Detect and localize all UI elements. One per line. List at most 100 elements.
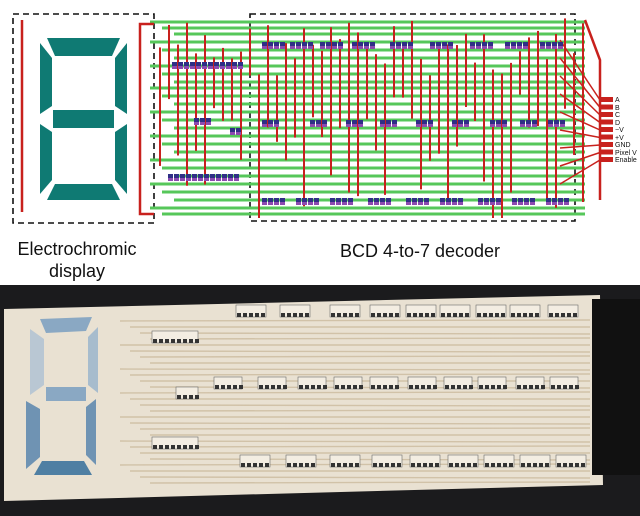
chip-contact [305,385,309,389]
printed-device-image [0,285,640,516]
chip-contact [349,313,353,317]
transistor-body [526,120,531,124]
printed-trace [129,422,591,425]
transistor-gate [458,124,463,127]
transistor-body [406,198,411,202]
printed-transistor-cluster [549,376,579,390]
transistor-gate [204,178,209,181]
transistor-cluster-icon [548,120,553,127]
transistor-body [314,198,319,202]
printed-transistor-cluster [333,376,363,390]
transistor-cluster-icon [308,198,313,205]
transistor-gate [336,202,341,205]
chip-contact [287,463,291,467]
transistor-gate [502,124,507,127]
transistor-body [452,198,457,202]
transistor-cluster-icon [342,198,347,205]
chip-contact [355,463,359,467]
transistor-gate [168,178,173,181]
chip-contact [153,339,157,343]
chip-contact [377,385,381,389]
transistor-body [296,198,301,202]
printed-seven-segment-icon [26,317,98,475]
transistor-cluster-icon [422,120,427,127]
chip-contact [491,463,495,467]
transistor-cluster-icon [442,42,447,49]
chip-contact [177,339,181,343]
transistor-cluster-icon [524,198,529,205]
chip-contact [417,463,421,467]
transistor-cluster-icon [526,120,531,127]
segment-a [47,38,120,56]
seven-segment-digit-icon [40,38,127,200]
chip-contact [517,385,521,389]
chip-contact [527,463,531,467]
transistor-gate [505,46,510,49]
transistor-body [214,62,219,66]
chip-contact [573,313,577,317]
chip-contact [265,463,269,467]
transistor-gate [208,66,213,69]
transistor-cluster-icon [268,42,273,49]
transistor-gate [332,46,337,49]
transistor-gate [482,46,487,49]
printed-trace [139,355,591,358]
transistor-body [488,42,493,46]
chip-contact [159,339,163,343]
transistor-cluster-icon [346,120,351,127]
printed-transistor-arrays [151,304,587,468]
transistor-body [274,120,279,124]
transistor-body [517,42,522,46]
chip-contact [535,313,539,317]
chip-contact [447,313,451,317]
chip-contact [545,463,549,467]
transistor-body [310,120,315,124]
chip-contact [189,339,193,343]
transistor-body [262,42,267,46]
transistor-gate [296,46,301,49]
transistor-gate [216,178,221,181]
chip-contact [431,313,435,317]
transistor-body [464,120,469,124]
transistor-gate [190,66,195,69]
transistor-gate [280,46,285,49]
chip-contact [485,463,489,467]
chip-contact [383,313,387,317]
transistor-body [230,128,235,132]
chip-contact [509,463,513,467]
transistor-cluster-icon [214,62,219,69]
chip-contact [453,313,457,317]
transistor-gate [202,66,207,69]
transistor-cluster-icon [430,42,435,49]
transistor-cluster-icon [396,42,401,49]
transistor-body [482,42,487,46]
transistor-body [274,198,279,202]
transistor-cluster-icon [196,62,201,69]
segment-e [40,124,52,194]
transistor-cluster-icon [184,62,189,69]
transistor-body [226,62,231,66]
chip-contact [549,313,553,317]
transistor-body [470,42,475,46]
pin-pad [601,112,613,117]
transistor-body [448,42,453,46]
transistor-body [430,42,435,46]
transistor-body [374,198,379,202]
transistor-gate [268,124,273,127]
chip-contact [337,463,341,467]
chip-contact [419,313,423,317]
chip-contact [425,313,429,317]
transistor-cluster-icon [464,120,469,127]
transistor-cluster-icon [310,120,315,127]
transistor-gate [558,202,563,205]
transistor-cluster-icon [470,42,475,49]
transistor-gate [220,66,225,69]
transistor-body [196,62,201,66]
printed-trace [139,404,591,407]
printed-trace [149,409,591,412]
decoder-region-box [249,13,576,222]
transistor-body [520,120,525,124]
transistor-body [552,42,557,46]
transistor-cluster-icon [530,198,535,205]
transistor-cluster-icon [452,120,457,127]
